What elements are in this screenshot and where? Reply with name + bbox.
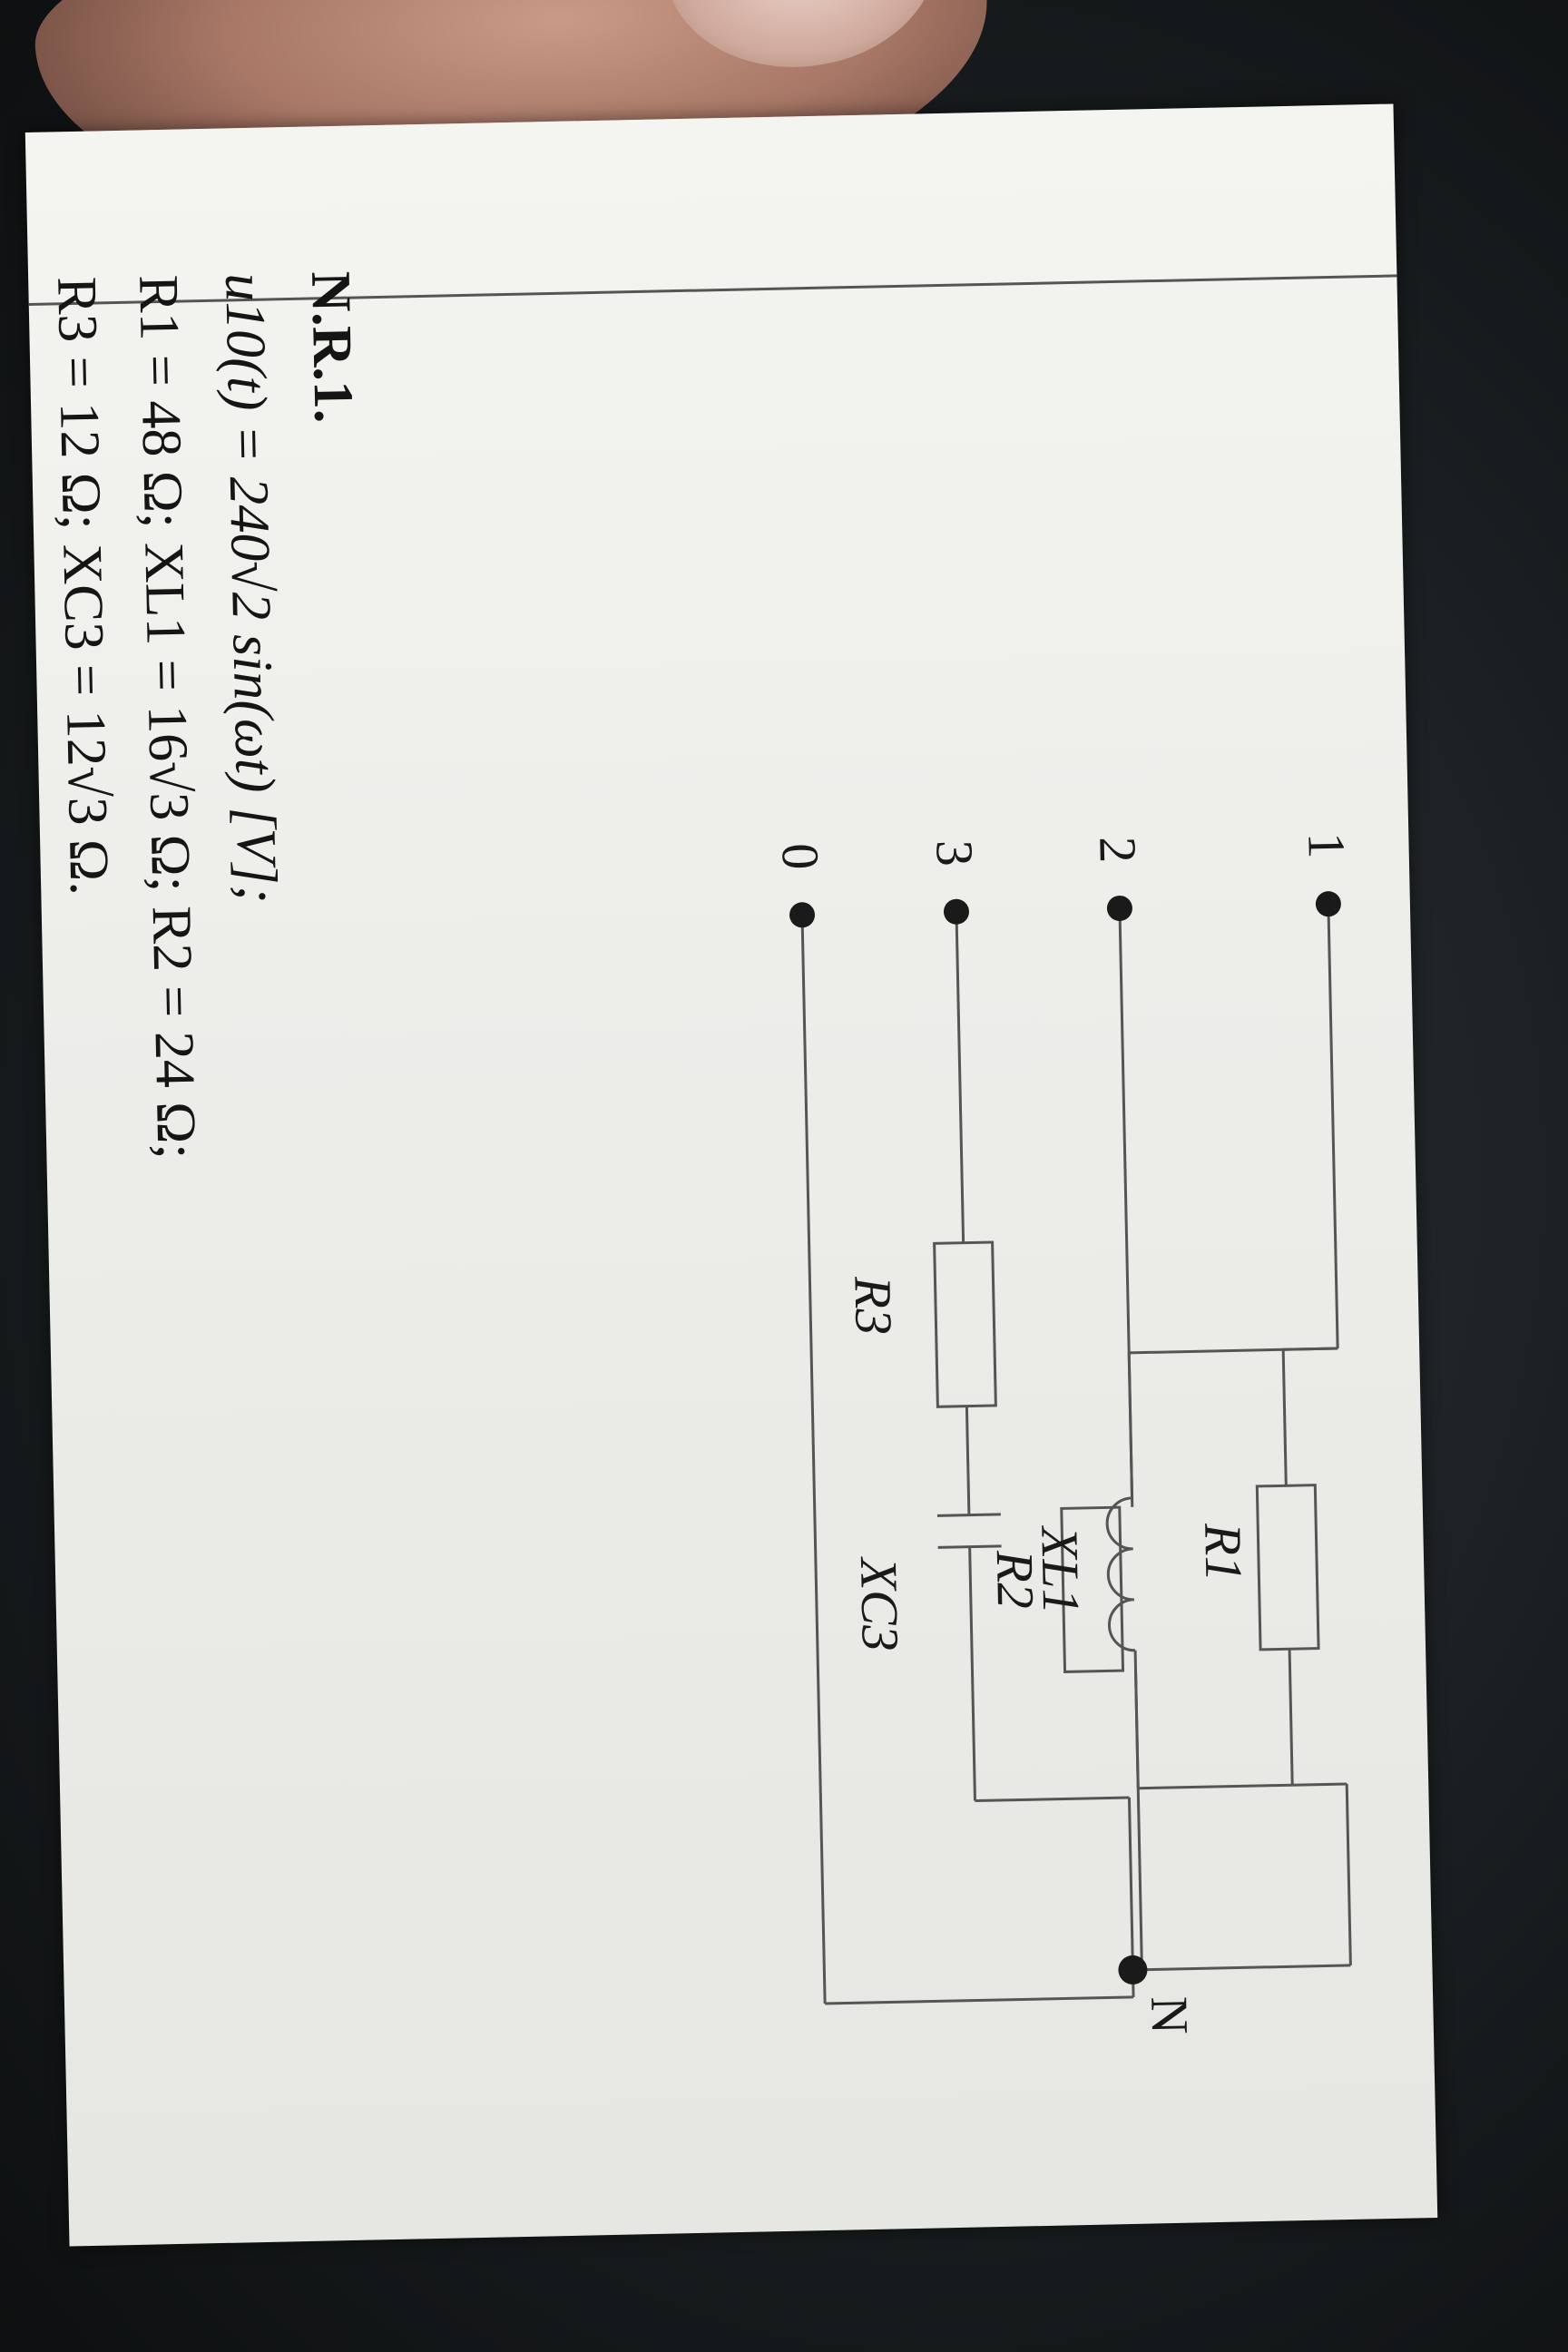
fingernail [659, 0, 950, 83]
neutral-label: N [1140, 1995, 1200, 2034]
wire-parallel-right-top [1292, 1782, 1348, 1787]
resistor-r1 [1255, 1484, 1320, 1651]
label-r1: R1 [1193, 1522, 1253, 1583]
terminal-dot-3 [943, 898, 969, 925]
wire-parallel-right [1138, 1783, 1293, 1790]
card-content: 1 2 3 0 N R1 XL1 R2 R3 XC3 N.R.1. u10(t)… [25, 103, 1437, 2246]
wire-phase-1 [1327, 904, 1339, 1349]
inductor-xl1 [1105, 1496, 1136, 1652]
neutral-node-dot [1118, 1955, 1148, 1984]
terminal-dot-1 [1315, 891, 1341, 917]
terminal-dot-2 [1106, 895, 1132, 921]
label-xl1: XL1 [1030, 1524, 1091, 1615]
wire-from-r2 [1134, 1670, 1143, 1961]
wire-parallel-left-top [1283, 1347, 1338, 1351]
terminal-label-1: 1 [1297, 832, 1357, 859]
wire-neutral-0 [800, 915, 827, 2004]
label-r3: R3 [843, 1275, 903, 1336]
problem-source-voltage: u10(t) = 240√2 sin(ωt) [V]; [213, 272, 289, 905]
capacitor-c3-plate-a [936, 1513, 1001, 1517]
label-xc3: XC3 [849, 1555, 910, 1651]
wire-phase-3 [955, 911, 965, 1243]
terminal-label-2: 2 [1088, 836, 1148, 863]
label-r2: R2 [985, 1549, 1045, 1610]
terminal-dot-0 [789, 902, 816, 928]
resistor-r3 [933, 1240, 997, 1408]
wire-from-c3 [968, 1546, 976, 1801]
wire-from-r1-top [1288, 1649, 1294, 1786]
problem-title: N.R.1. [299, 270, 365, 424]
terminal-label-0: 0 [770, 843, 830, 870]
wire-n-to-0 [825, 1995, 1134, 2005]
terminal-label-3: 3 [925, 839, 985, 867]
wire-phase-2 [1118, 907, 1134, 1507]
problem-parameters-line-2: R3 = 12 Ω; XC3 = 12√3 Ω. [45, 276, 121, 897]
wire-phase-3-to-n [975, 1796, 1130, 1803]
wire-to-r1-top [1281, 1349, 1288, 1486]
circuit-diagram: 1 2 3 0 N R1 XL1 R2 R3 XC3 [770, 832, 1357, 2035]
problem-card: 1 2 3 0 N R1 XL1 R2 R3 XC3 N.R.1. u10(t)… [24, 103, 1438, 2247]
wire-phase-3-n-top [1127, 1797, 1134, 1961]
resistor-r2 [1060, 1505, 1125, 1673]
wire-r3-to-c3 [965, 1406, 971, 1515]
wire-phase-1-to-n [1345, 1783, 1352, 1965]
wire-n-drop-1 [1132, 1964, 1351, 1972]
